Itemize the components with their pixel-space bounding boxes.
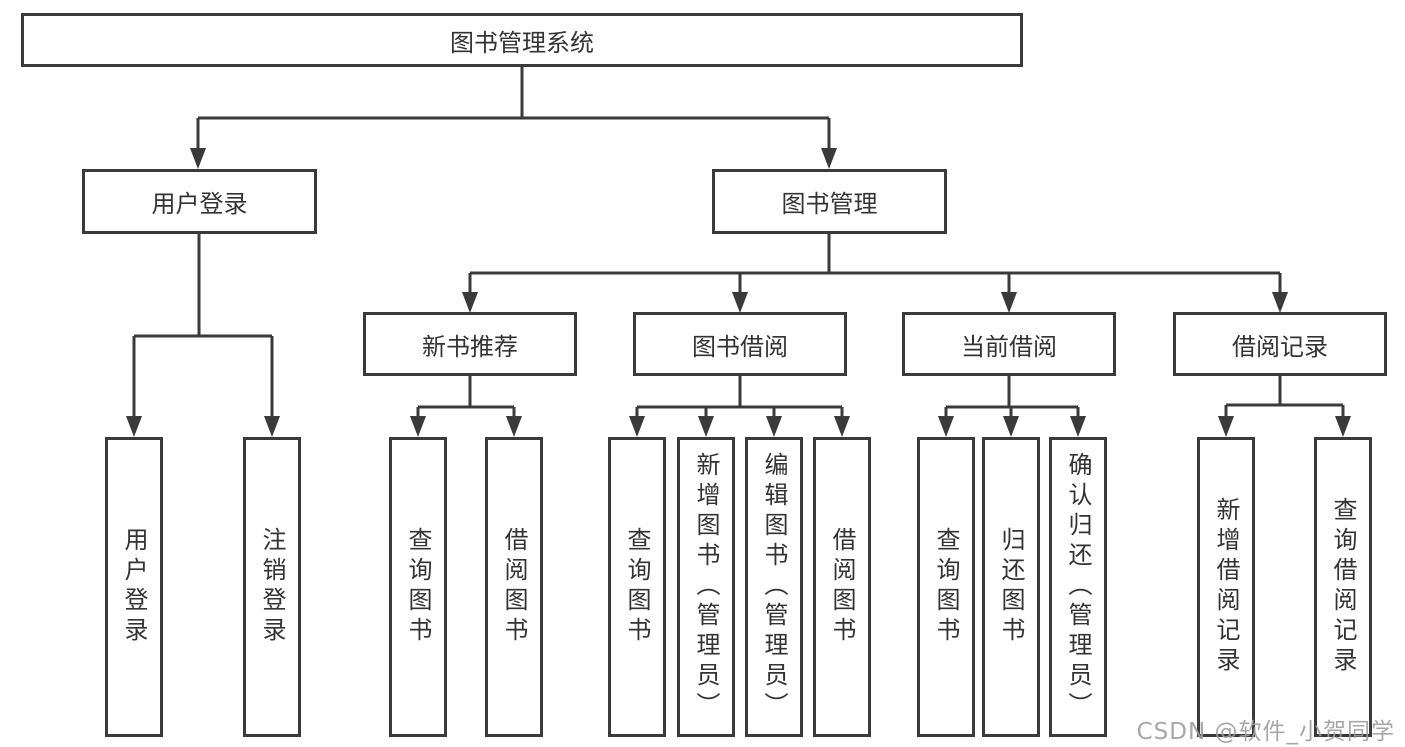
arrow-icon bbox=[732, 292, 748, 313]
node-library-system: 图书管理系统 bbox=[21, 13, 1023, 67]
leaf-newbook-borrow-label: 借阅图书 bbox=[500, 527, 528, 647]
node-book-management: 图书管理 bbox=[712, 169, 947, 234]
leaf-borrow-query: 查询图书 bbox=[608, 437, 666, 737]
arrow-icon bbox=[629, 416, 645, 437]
leaf-borrow-add-admin: 新增图书（管理员） bbox=[677, 437, 735, 737]
leaf-current-return-label: 归还图书 bbox=[997, 527, 1025, 647]
leaf-newbook-borrow: 借阅图书 bbox=[485, 437, 543, 737]
leaf-borrow-borrow: 借阅图书 bbox=[813, 437, 871, 737]
arrow-icon bbox=[834, 416, 850, 437]
arrow-icon bbox=[1070, 416, 1086, 437]
leaf-newbook-query: 查询图书 bbox=[389, 437, 447, 737]
leaf-borrow-edit-admin: 编辑图书（管理员） bbox=[745, 437, 803, 737]
leaf-borrow-add-admin-label: 新增图书（管理员） bbox=[692, 452, 720, 722]
leaf-logout-label: 注销登录 bbox=[258, 527, 286, 647]
leaf-records-add: 新增借阅记录 bbox=[1197, 437, 1255, 737]
leaf-records-query: 查询借阅记录 bbox=[1314, 437, 1372, 737]
node-new-book-recommend: 新书推荐 bbox=[363, 312, 577, 376]
node-library-system-label: 图书管理系统 bbox=[450, 28, 594, 57]
node-new-book-recommend-label: 新书推荐 bbox=[422, 332, 518, 361]
leaf-newbook-query-label: 查询图书 bbox=[404, 527, 432, 647]
arrow-icon bbox=[410, 416, 426, 437]
arrow-icon bbox=[938, 416, 954, 437]
leaf-borrow-query-label: 查询图书 bbox=[623, 527, 651, 647]
node-user-login-label: 用户登录 bbox=[151, 190, 248, 218]
arrow-icon bbox=[264, 416, 280, 437]
arrow-icon bbox=[506, 416, 522, 437]
node-book-management-label: 图书管理 bbox=[781, 190, 878, 218]
node-borrow-records-label: 借阅记录 bbox=[1232, 332, 1328, 361]
arrow-icon bbox=[1001, 292, 1017, 313]
arrowheads bbox=[126, 148, 1351, 437]
node-borrow-records: 借阅记录 bbox=[1173, 312, 1387, 376]
leaf-borrow-borrow-label: 借阅图书 bbox=[828, 527, 856, 647]
csdn-watermark: CSDN @软件_小贺同学 bbox=[1136, 719, 1395, 745]
arrow-icon bbox=[126, 416, 142, 437]
arrow-icon bbox=[1003, 416, 1019, 437]
arrow-icon bbox=[1272, 292, 1288, 313]
leaf-current-query: 查询图书 bbox=[917, 437, 975, 737]
node-user-login: 用户登录 bbox=[82, 169, 317, 234]
arrow-icon bbox=[1218, 416, 1234, 437]
leaf-user-login-label: 用户登录 bbox=[120, 527, 148, 647]
leaf-current-return: 归还图书 bbox=[982, 437, 1040, 737]
leaf-records-query-label: 查询借阅记录 bbox=[1329, 497, 1357, 677]
arrow-icon bbox=[462, 292, 478, 313]
leaf-logout: 注销登录 bbox=[243, 437, 301, 737]
arrow-icon bbox=[766, 416, 782, 437]
arrow-icon bbox=[698, 416, 714, 437]
leaf-current-confirm-admin: 确认归还（管理员） bbox=[1049, 437, 1107, 737]
node-book-borrow: 图书借阅 bbox=[633, 312, 847, 376]
arrow-icon bbox=[821, 148, 837, 169]
node-book-borrow-label: 图书借阅 bbox=[692, 332, 788, 361]
leaf-records-add-label: 新增借阅记录 bbox=[1212, 497, 1240, 677]
leaf-user-login: 用户登录 bbox=[105, 437, 163, 737]
node-current-borrow-label: 当前借阅 bbox=[961, 332, 1057, 361]
leaf-current-confirm-admin-label: 确认归还（管理员） bbox=[1064, 452, 1092, 722]
arrow-icon bbox=[190, 148, 206, 169]
leaf-borrow-edit-admin-label: 编辑图书（管理员） bbox=[760, 452, 788, 722]
arrow-icon bbox=[1335, 416, 1351, 437]
leaf-current-query-label: 查询图书 bbox=[932, 527, 960, 647]
node-current-borrow: 当前借阅 bbox=[902, 312, 1116, 376]
